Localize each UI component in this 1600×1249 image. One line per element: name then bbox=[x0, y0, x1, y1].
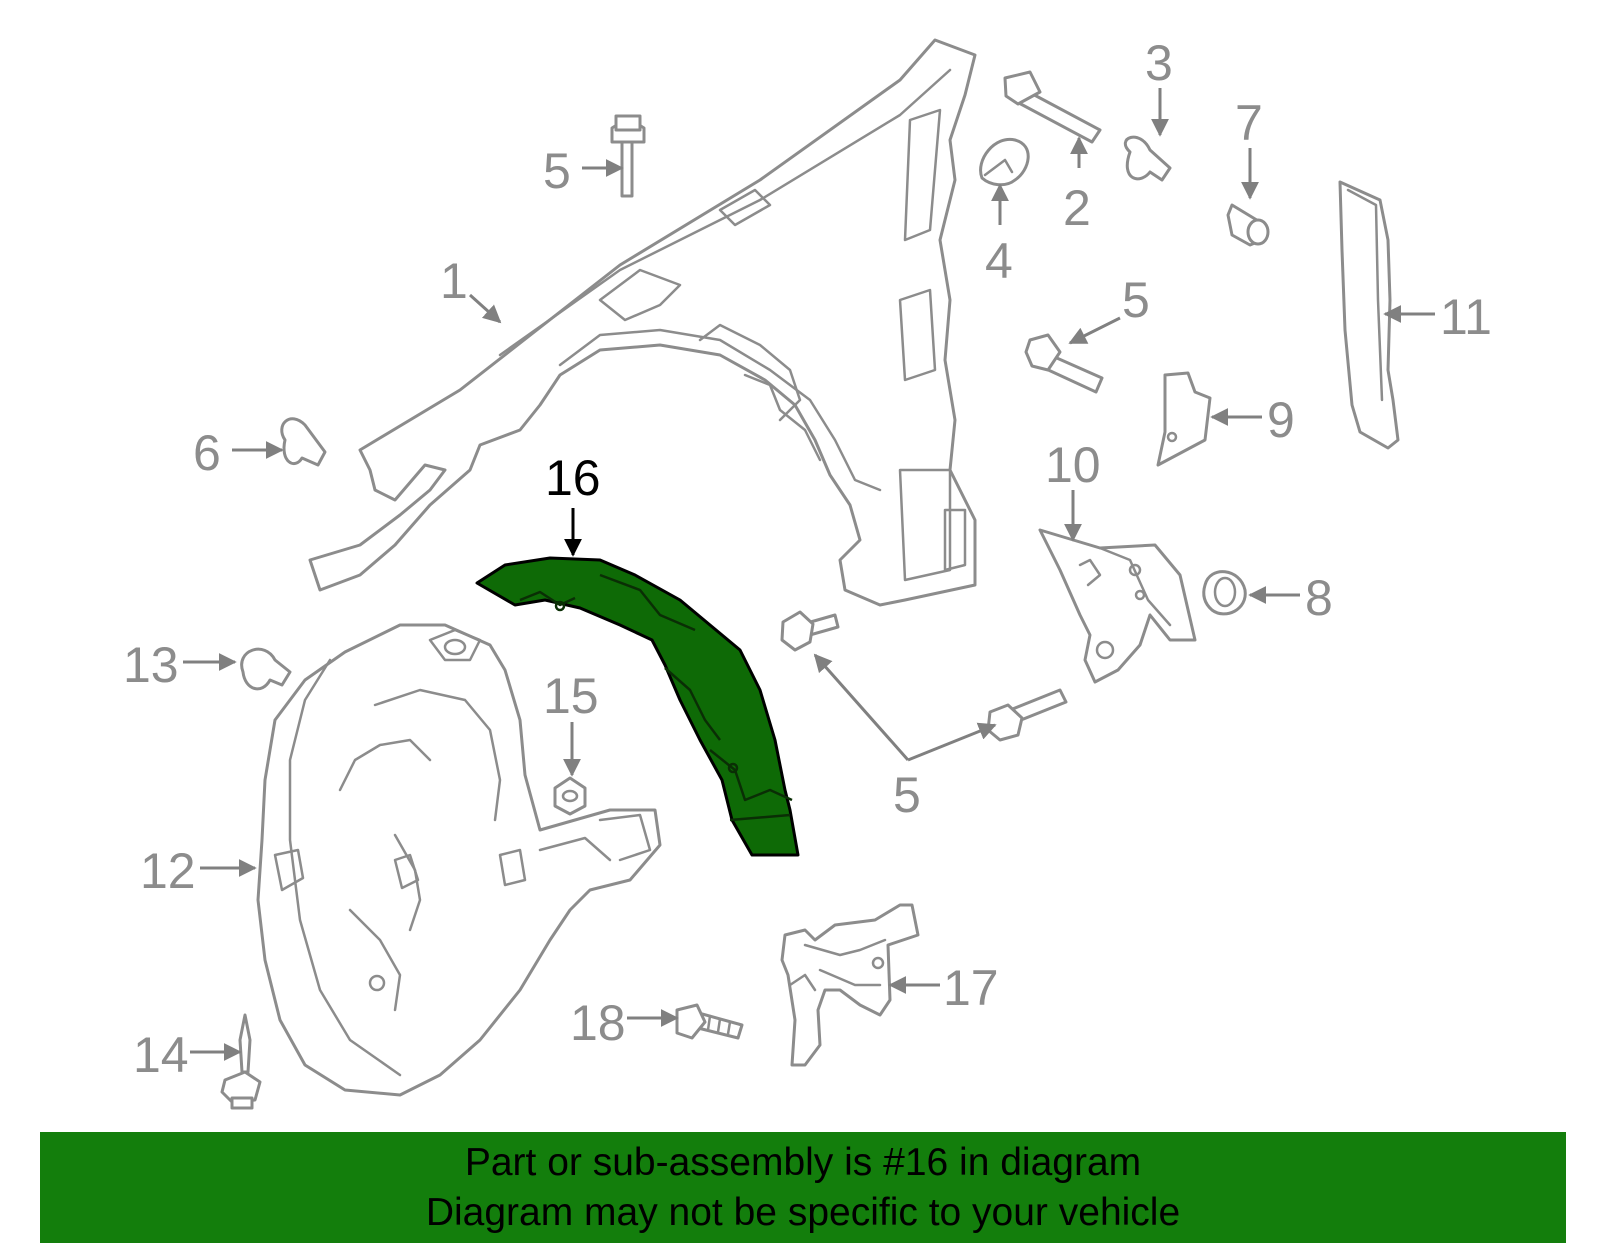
callout-14: 14 bbox=[133, 1027, 189, 1083]
callout-16: 16 bbox=[545, 450, 601, 506]
part-6-clip bbox=[280, 417, 327, 467]
part-7-nut bbox=[1226, 203, 1270, 247]
part-18-screw bbox=[675, 1003, 744, 1040]
callout-7: 7 bbox=[1235, 95, 1263, 151]
callout-5-mid: 5 bbox=[1122, 272, 1150, 328]
part-8-grommet bbox=[1202, 570, 1247, 616]
leader-5b bbox=[1068, 316, 1121, 345]
part-10-bracket bbox=[1038, 528, 1197, 684]
info-banner: Part or sub-assembly is #16 in diagram D… bbox=[40, 1132, 1566, 1243]
part-3-clip bbox=[1123, 135, 1172, 182]
part-12-liner bbox=[256, 623, 662, 1097]
part-2-bolt bbox=[1003, 70, 1102, 144]
callout-12: 12 bbox=[140, 843, 196, 899]
banner-line-2: Diagram may not be specific to your vehi… bbox=[425, 1191, 1181, 1234]
callout-8: 8 bbox=[1305, 570, 1333, 626]
callout-13: 13 bbox=[123, 637, 179, 693]
part-5-bolts-bottom bbox=[780, 610, 1068, 742]
callout-9: 9 bbox=[1267, 392, 1295, 448]
part-9-bracket bbox=[1156, 371, 1212, 467]
callout-5-bottom: 5 bbox=[893, 767, 921, 823]
part-11-strip bbox=[1338, 180, 1400, 450]
leader-1 bbox=[468, 293, 502, 324]
part-1-fender bbox=[308, 38, 977, 607]
leader-5c2 bbox=[907, 722, 997, 762]
callout-17: 17 bbox=[943, 960, 999, 1016]
callout-15: 15 bbox=[543, 668, 599, 724]
callout-11: 11 bbox=[1440, 289, 1492, 345]
callout-3: 3 bbox=[1145, 35, 1173, 91]
part-16-splash-shield bbox=[475, 556, 800, 857]
part-16-shape bbox=[475, 556, 800, 857]
callout-2: 2 bbox=[1063, 180, 1091, 236]
part-17-bracket bbox=[780, 903, 920, 1067]
part-13-pushpin bbox=[240, 647, 292, 691]
part-4-pushpin bbox=[979, 137, 1030, 187]
callout-18: 18 bbox=[570, 995, 626, 1051]
part-5-bolt-top bbox=[610, 114, 646, 198]
callout-6: 6 bbox=[193, 425, 221, 481]
leader-5c bbox=[813, 653, 910, 761]
part-15-nut bbox=[553, 776, 587, 816]
callout-5-top: 5 bbox=[543, 143, 571, 199]
callout-4: 4 bbox=[985, 233, 1013, 289]
part-14-pushpin bbox=[220, 1013, 262, 1110]
callout-10: 10 bbox=[1045, 437, 1101, 493]
callout-1: 1 bbox=[440, 253, 468, 309]
part-5-bolt-mid bbox=[1024, 333, 1104, 394]
banner-line-1: Part or sub-assembly is #16 in diagram bbox=[464, 1141, 1142, 1184]
